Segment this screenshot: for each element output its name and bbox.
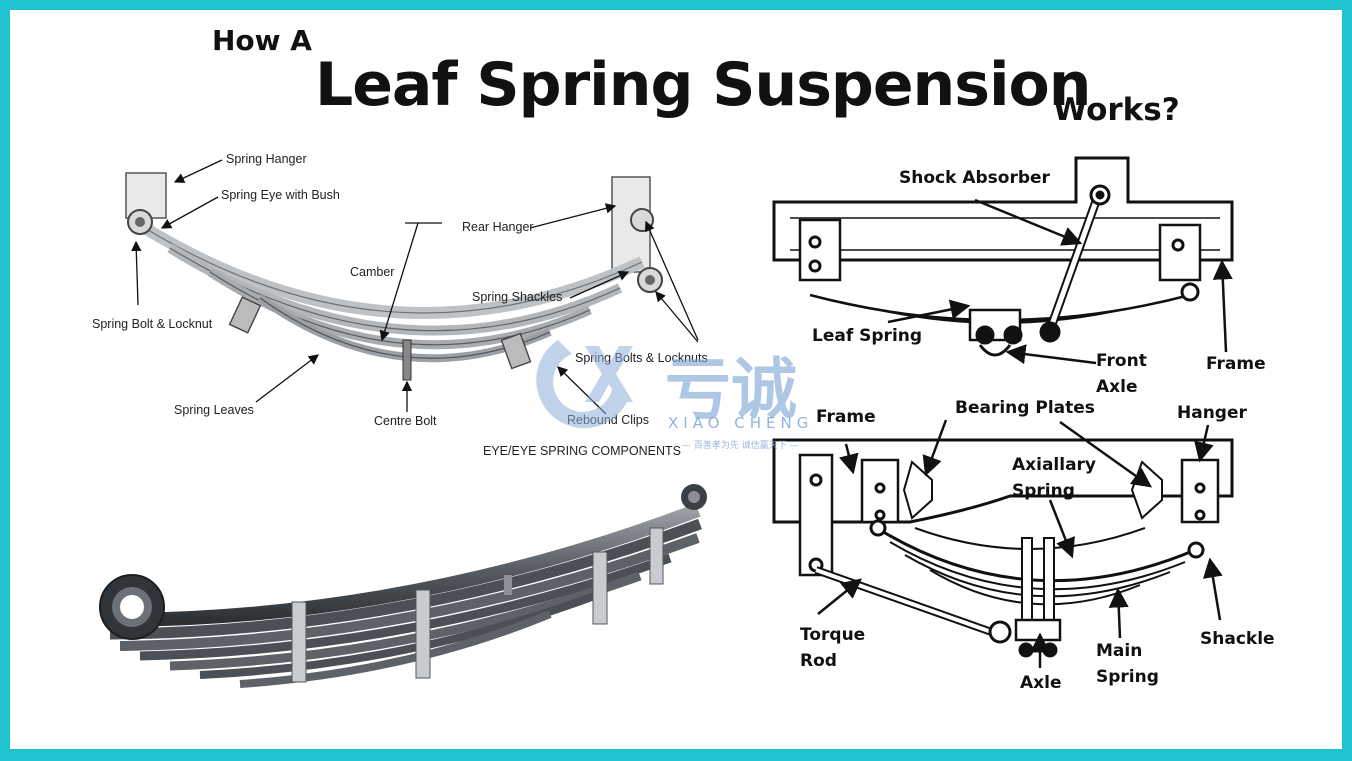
label-frame-top: Frame [1206,354,1266,374]
label-shock-absorber: Shock Absorber [899,168,1050,188]
front-hanger-shape [125,172,167,219]
watermark-english: XIAO CHENG [668,414,814,432]
label-spring-leaves: Spring Leaves [174,403,254,417]
front-suspension-drawing [772,156,1234,357]
label-torque-rod: Torque Rod [800,625,866,671]
label-shackle: Shackle [1200,629,1275,649]
label-bearing-plates: Bearing Plates [955,398,1095,418]
infographic-canvas: How A Leaf Spring Suspension Works? [10,10,1342,749]
label-frame-bottom: Frame [816,407,876,427]
label-spring-bolt: Spring Bolt & Locknut [92,317,213,331]
label-hanger: Hanger [1177,403,1247,423]
label-main-spring: Main Spring [1096,641,1159,687]
diagram-drawings [99,156,1234,688]
title-main: Leaf Spring Suspension [315,50,1091,120]
watermark-tagline: — 百善孝为先 诚信赢天下 — [682,441,799,451]
label-centre-bolt: Centre Bolt [374,414,437,428]
diagram-caption: EYE/EYE SPRING COMPONENTS [483,444,681,458]
title-suffix: Works? [1053,92,1180,128]
label-rebound-clips: Rebound Clips [567,413,649,427]
label-spring-hanger: Spring Hanger [226,152,307,166]
label-axle: Axle [1020,673,1062,693]
label-leaf-spring: Leaf Spring [812,326,923,346]
label-camber: Camber [350,265,395,279]
label-front-axle: Front Axle [1096,351,1147,397]
label-rear-hanger: Rear Hanger [462,220,534,234]
label-spring-shackles: Spring Shackles [472,290,563,304]
title-prefix: How A [212,24,312,57]
label-spring-eye: Spring Eye with Bush [221,188,340,202]
watermark-chinese: 亏诚 [665,351,797,428]
label-axiallary-spring: Axiallary Spring [1012,455,1097,501]
leaf-spring-render [99,484,707,688]
